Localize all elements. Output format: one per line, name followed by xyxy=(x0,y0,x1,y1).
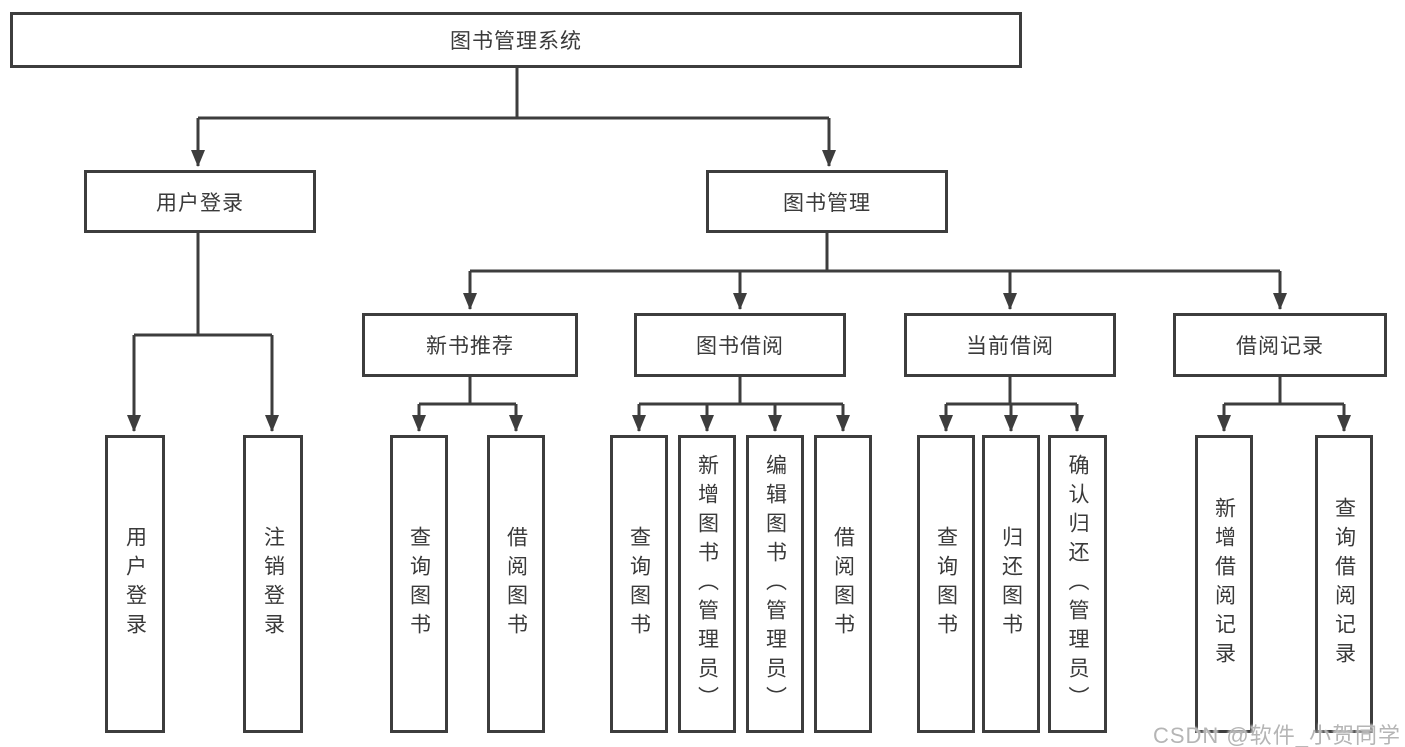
node-root: 图书管理系统 xyxy=(10,12,1022,68)
node-root-label: 图书管理系统 xyxy=(450,30,582,53)
node-add-books-admin: 新增图书（管理员） xyxy=(678,435,736,733)
node-user-login: 用户登录 xyxy=(84,170,316,233)
node-recommend-query-books: 查询图书 xyxy=(390,435,448,733)
node-book-borrowing: 图书借阅 xyxy=(634,313,846,377)
node-add-borrow-record: 新增借阅记录 xyxy=(1195,435,1253,733)
node-recommend-borrow-books: 借阅图书 xyxy=(487,435,545,733)
node-current-borrowing: 当前借阅 xyxy=(904,313,1116,377)
node-new-book-recommend: 新书推荐 xyxy=(362,313,578,377)
node-borrowing-records-label: 借阅记录 xyxy=(1236,335,1324,358)
node-user-login-action: 用户登录 xyxy=(105,435,165,733)
node-logout-action: 注销登录 xyxy=(243,435,303,733)
node-book-borrowing-label: 图书借阅 xyxy=(696,335,784,358)
node-book-management: 图书管理 xyxy=(706,170,948,233)
node-user-login-label: 用户登录 xyxy=(156,191,244,215)
node-borrowing-query-books: 查询图书 xyxy=(610,435,668,733)
node-book-management-label: 图书管理 xyxy=(783,191,871,215)
node-new-book-recommend-label: 新书推荐 xyxy=(426,335,514,358)
node-edit-books-admin: 编辑图书（管理员） xyxy=(746,435,804,733)
node-borrowing-records: 借阅记录 xyxy=(1173,313,1387,377)
node-current-query-books: 查询图书 xyxy=(917,435,975,733)
node-return-books: 归还图书 xyxy=(982,435,1040,733)
node-borrowing-borrow-books: 借阅图书 xyxy=(814,435,872,733)
node-current-borrowing-label: 当前借阅 xyxy=(966,335,1054,358)
node-confirm-return-admin: 确认归还（管理员） xyxy=(1048,435,1107,733)
csdn-watermark: CSDN @软件_小贺同学 xyxy=(1152,723,1401,747)
node-query-borrow-record: 查询借阅记录 xyxy=(1315,435,1373,733)
